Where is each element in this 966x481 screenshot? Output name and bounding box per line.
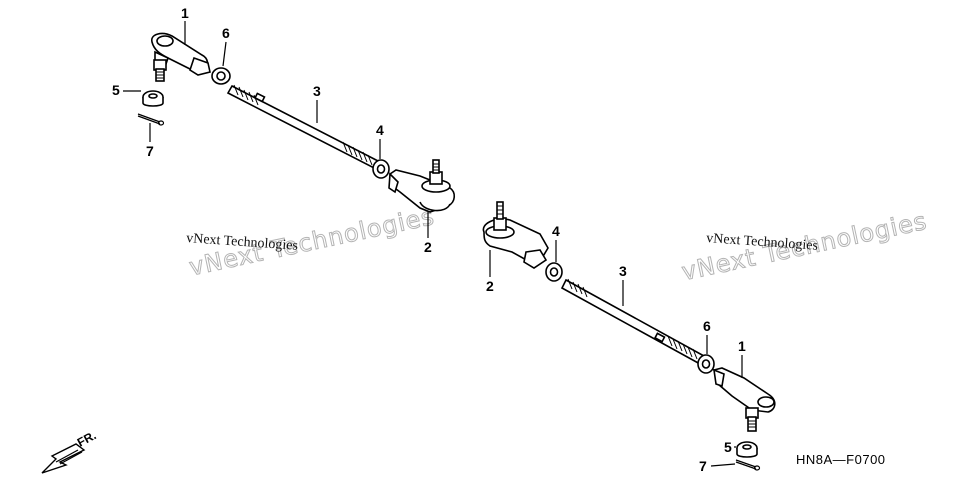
- callout-left-4: 4: [376, 122, 384, 138]
- left-lock-nut-6: [211, 67, 231, 85]
- watermark-right: vNext Technologies vNext Technologies: [679, 206, 930, 286]
- callout-right-1: 1: [738, 338, 746, 354]
- callout-right-6: 6: [703, 318, 711, 334]
- right-tie-rod-end-inner: [482, 201, 549, 269]
- left-lock-nut-4: [372, 159, 390, 179]
- callout-left-5: 5: [112, 82, 120, 98]
- right-lock-nut-6: [697, 354, 715, 374]
- left-callouts: 1 6 5 7 3 4 2: [112, 5, 432, 255]
- callout-left-6: 6: [222, 25, 230, 41]
- front-direction-arrow: FR.: [41, 428, 98, 474]
- callout-left-2: 2: [424, 239, 432, 255]
- right-cotter-pin-7: [735, 459, 761, 471]
- callout-right-5: 5: [724, 439, 732, 455]
- callout-right-2: 2: [486, 278, 494, 294]
- right-tie-rod-end-outer: [713, 367, 776, 432]
- left-tie-rod-end-inner: [388, 159, 456, 213]
- watermark-left: vNext Technologies vNext Technologies: [186, 202, 438, 282]
- callout-right-4: 4: [552, 223, 560, 239]
- right-tie-rod-3: [560, 278, 706, 366]
- callout-right-3: 3: [619, 263, 627, 279]
- callout-left-7: 7: [146, 143, 154, 159]
- callout-left-1: 1: [181, 5, 189, 21]
- left-tie-rod-end-outer: [151, 32, 211, 82]
- left-castle-nut-5: [142, 90, 164, 107]
- right-callouts: 2 4 3 6 1 5 7: [486, 223, 746, 474]
- callout-right-7: 7: [699, 458, 707, 474]
- right-castle-nut-5: [736, 441, 758, 458]
- diagram-code: HN8A—F0700: [796, 452, 886, 467]
- left-cotter-pin-7: [137, 113, 165, 126]
- left-tie-rod-3: [226, 84, 382, 171]
- right-lock-nut-4: [545, 262, 563, 282]
- callout-left-3: 3: [313, 83, 321, 99]
